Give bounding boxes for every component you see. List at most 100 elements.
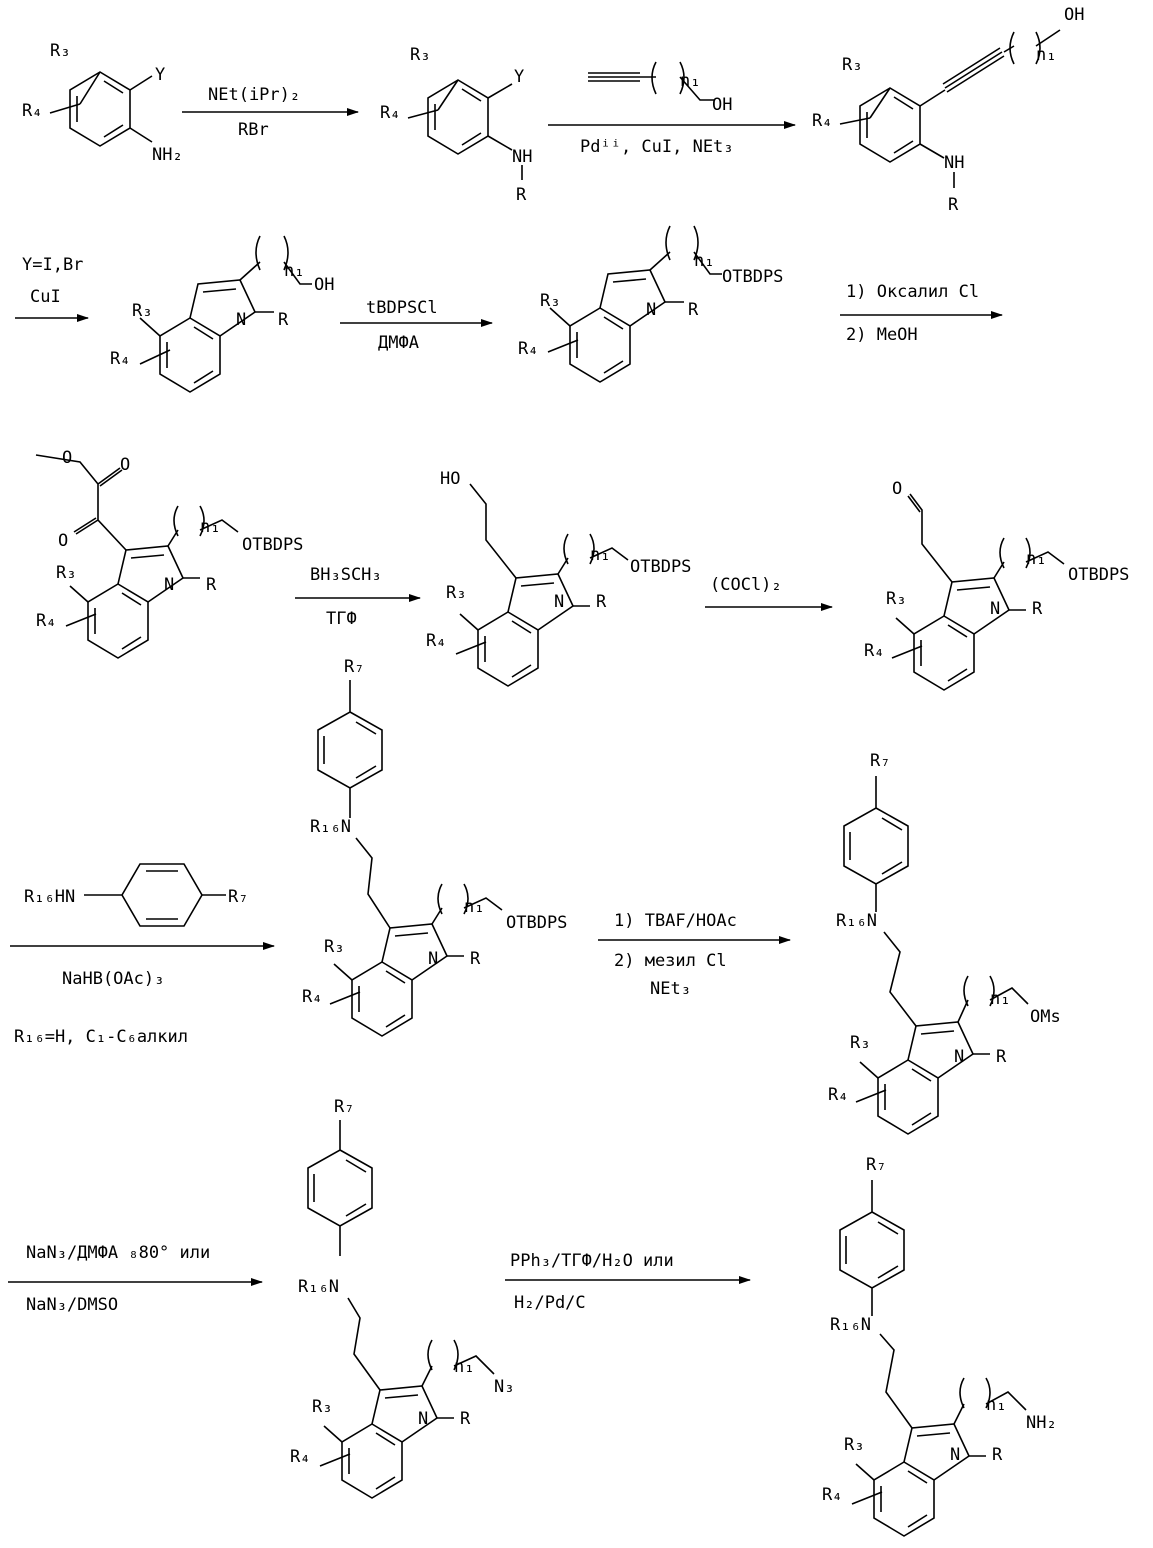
ho-label: HO [440, 469, 460, 489]
nh2-label: NH₂ [1026, 1413, 1057, 1433]
benzene-ring [427, 79, 489, 155]
compound-aniline: R₃ R₄ Y NH₂ [22, 41, 183, 165]
nh-label: NH [512, 147, 532, 167]
aryl-ring [307, 1120, 373, 1256]
compound-aldehyde-indole: O n₁ OTBDPS N R R₃ R₄ [864, 479, 1129, 691]
r-label: R [948, 195, 959, 215]
n1-parentheses [1009, 31, 1041, 65]
r16hn-label: R₁₆HN [24, 887, 75, 907]
n-label: N [646, 300, 656, 320]
r16n-label: R₁₆N [830, 1315, 871, 1335]
benzene-ring [873, 1461, 935, 1537]
r3-label: R₃ [56, 563, 76, 583]
n1-label: n₁ [590, 545, 610, 565]
otbdps-label: OTBDPS [506, 913, 567, 933]
reagent-above: NEt(iPr)₂ [208, 85, 300, 105]
n-label: N [954, 1047, 964, 1067]
n1-label: n₁ [694, 251, 714, 271]
r4-label: R₄ [22, 101, 42, 121]
n1-parentheses [437, 883, 469, 915]
oh-label: OH [314, 275, 334, 295]
compound-n-alkyl-aniline: R₃ R₄ Y NH R [380, 45, 532, 205]
ring-double-bonds [94, 592, 142, 650]
benzene-ring [859, 87, 921, 163]
oh-label: OH [1064, 5, 1084, 25]
r7-label: R₇ [344, 657, 364, 677]
side-chain [139, 261, 312, 365]
reagent-above: NaN₃/ДМФА ₈80° или [26, 1243, 210, 1263]
reagent-below: ДМФА [378, 333, 419, 353]
reagent-above: BH₃SCH₃ [310, 565, 382, 585]
benzene-ring [569, 307, 631, 383]
reaction-arrow-7: (COCl)₂ [705, 575, 833, 611]
reaction-arrow-1: NEt(iPr)₂ RBr [182, 85, 359, 140]
n1-parentheses [427, 1339, 459, 1371]
benzene-ring [341, 1423, 403, 1499]
n1-label: n₁ [680, 71, 700, 91]
side-chain [319, 1297, 495, 1467]
otbdps-label: OTBDPS [1068, 565, 1129, 585]
reagent-below: 2) MeOH [846, 325, 918, 345]
ring-double-bonds [434, 88, 482, 146]
compound-azide-indole: R₇ R₁₆N n₁ N₃ N R R₃ R₄ [290, 1097, 514, 1499]
r16n-label: R₁₆N [310, 817, 351, 837]
o-label: O [120, 455, 130, 475]
n1-label: n₁ [1036, 45, 1056, 65]
reagent-below-2: NEt₃ [650, 979, 691, 999]
r16-definition: R₁₆=H, C₁-C₆алкил [14, 1027, 188, 1047]
compound-arylaminoethyl-indole-otbdps: R₇ R₁₆N n₁ OTBDPS N R R₃ R₄ [302, 657, 567, 1037]
r-label: R [596, 592, 607, 612]
r7-label: R₇ [870, 751, 890, 771]
aryl-ring [843, 776, 909, 912]
reagent-above: Y=I,Br [22, 255, 83, 275]
r3-label: R₃ [842, 55, 862, 75]
reagent-below: Pdⁱⁱ, CuI, NEt₃ [580, 137, 734, 157]
r4-label: R₄ [864, 641, 884, 661]
r4-label: R₄ [290, 1447, 310, 1467]
ring-double-bonds [76, 80, 124, 138]
r3-label: R₃ [850, 1033, 870, 1053]
r-label: R [992, 1445, 1003, 1465]
n1-parentheses [563, 533, 595, 565]
r3-label: R₃ [50, 41, 70, 61]
r-label: R [516, 185, 527, 205]
reagent-below: ТГФ [326, 609, 357, 629]
arylamine-ring [84, 863, 226, 927]
compound-ketoester-indole: O O O n₁ OTBDPS N R R₃ R₄ [35, 448, 303, 659]
oms-label: OMs [1030, 1007, 1061, 1027]
side-chain [547, 251, 722, 353]
n1-label: n₁ [1026, 549, 1046, 569]
r7-label: R₇ [334, 1097, 354, 1117]
n1-parentheses [963, 975, 995, 1007]
benzene-ring [877, 1059, 939, 1135]
r4-label: R₄ [380, 103, 400, 123]
reaction-arrow-9: 1) TBAF/HOAc 2) мезил Cl NEt₃ [598, 911, 791, 999]
compound-hydroxyethyl-indole: HO n₁ OTBDPS N R R₃ R₄ [426, 469, 691, 687]
compound-mesylate-indole: R₇ R₁₆N n₁ OMs N R R₃ R₄ [828, 751, 1061, 1135]
r-label: R [688, 300, 699, 320]
nh-label: NH [944, 153, 964, 173]
r7-label: R₇ [228, 887, 248, 907]
aryl-ring [839, 1180, 905, 1316]
reagent-above: tBDPSCl [366, 298, 438, 318]
n-label: N [428, 949, 438, 969]
reagent-above: 1) TBAF/HOAc [614, 911, 737, 931]
ring-double-bonds [884, 1068, 932, 1126]
substituent-bonds [839, 87, 955, 188]
reagent-below: NaN₃/DMSO [26, 1295, 118, 1315]
r3-label: R₃ [540, 291, 560, 311]
r4-label: R₄ [302, 987, 322, 1007]
oh-label: OH [712, 95, 732, 115]
r4-label: R₄ [828, 1085, 848, 1105]
r4-label: R₄ [36, 611, 56, 631]
reagent-below: 2) мезил Cl [614, 951, 727, 971]
n-label: N [418, 1409, 428, 1429]
n1-label: n₁ [464, 897, 484, 917]
r16n-label: R₁₆N [298, 1277, 339, 1297]
y-label: Y [155, 65, 165, 85]
n-label: N [990, 599, 1000, 619]
benzene-ring [913, 615, 975, 691]
benzene-ring [477, 611, 539, 687]
r4-label: R₄ [822, 1485, 842, 1505]
